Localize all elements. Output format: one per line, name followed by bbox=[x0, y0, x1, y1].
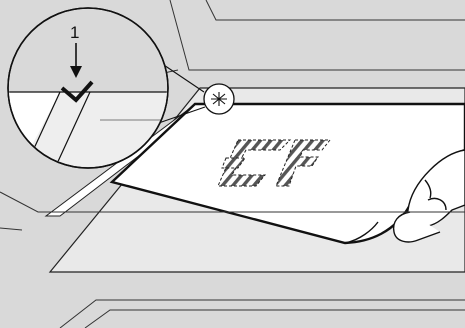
alignment-mark-icon bbox=[204, 84, 234, 114]
callout-number: 1 bbox=[70, 23, 79, 42]
